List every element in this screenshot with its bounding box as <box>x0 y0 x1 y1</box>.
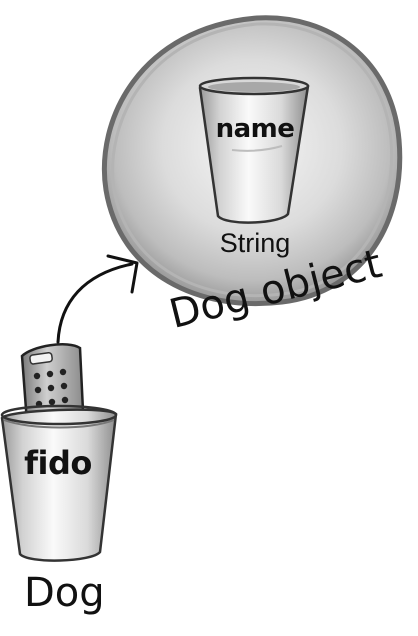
reference-type-label: Dog <box>24 570 105 616</box>
object-variable-type: String <box>219 228 291 258</box>
object-cup-icon <box>198 76 310 224</box>
reference-variable-name: fido <box>24 444 92 482</box>
reference-cup-icon <box>0 404 118 562</box>
reference-arrow-icon <box>56 254 139 344</box>
object-variable-name: name <box>215 114 295 144</box>
